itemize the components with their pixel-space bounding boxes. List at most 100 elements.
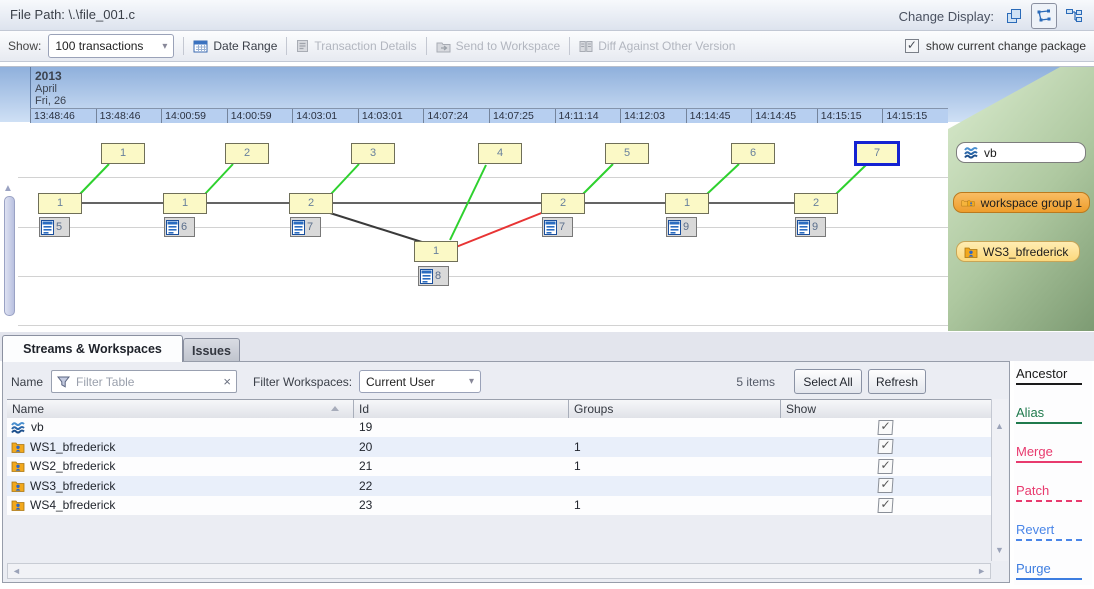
refresh-button[interactable]: Refresh bbox=[868, 369, 926, 394]
table-vertical-scrollbar[interactable]: ▲ ▼ bbox=[991, 399, 1008, 561]
scroll-left-arrow[interactable]: ◄ bbox=[12, 566, 21, 576]
version-graph-canvas: 1 2 3 4 5 6 7 1 1 2 2 1 2 5 6 bbox=[0, 123, 948, 382]
tab-streams-workspaces[interactable]: Streams & Workspaces bbox=[2, 335, 183, 362]
select-all-button[interactable]: Select All bbox=[794, 369, 862, 394]
column-header-id[interactable]: Id bbox=[353, 400, 568, 418]
transactions-count-dropdown[interactable]: 100 transactions ▾ bbox=[48, 34, 175, 58]
table-row[interactable]: WS4_bfrederick 23 1 bbox=[7, 495, 991, 515]
transaction-icon bbox=[797, 219, 810, 235]
column-header-show[interactable]: Show bbox=[780, 400, 991, 418]
row-id: 20 bbox=[359, 439, 373, 454]
table-horizontal-scrollbar[interactable]: ◄ ► bbox=[7, 563, 991, 579]
row-name: WS2_bfrederick bbox=[30, 459, 116, 474]
streams-workspaces-panel: Name × Filter Workspaces: Current User ▾… bbox=[2, 361, 1010, 583]
workspace-icon bbox=[964, 247, 978, 258]
version-node[interactable]: 4 bbox=[478, 143, 522, 164]
table-header: Name Id Groups Show bbox=[7, 399, 991, 419]
filter-workspaces-dropdown[interactable]: Current User ▾ bbox=[359, 370, 481, 393]
graph-scroll-up-arrow[interactable]: ▲ bbox=[3, 183, 13, 194]
version-node[interactable]: 2 bbox=[289, 193, 333, 214]
transaction-badge[interactable]: 5 bbox=[39, 217, 70, 237]
timeline-tick: 14:11:14 bbox=[554, 109, 621, 123]
timeline-month: April bbox=[35, 83, 58, 95]
filter-table-input[interactable] bbox=[74, 373, 220, 390]
items-count: 5 items bbox=[736, 375, 775, 389]
toolbar-divider bbox=[425, 37, 427, 55]
version-node[interactable]: 1 bbox=[665, 193, 709, 214]
legend-line-sample bbox=[1016, 383, 1082, 385]
selected-version-node[interactable]: 7 bbox=[854, 141, 900, 166]
version-node[interactable]: 1 bbox=[163, 193, 207, 214]
title-bar: File Path: \.\file_001.c Change Display: bbox=[0, 0, 1094, 31]
button-label: Refresh bbox=[875, 374, 919, 389]
send-to-workspace-label: Send to Workspace bbox=[455, 39, 561, 53]
legend-line-sample bbox=[1016, 539, 1082, 541]
filter-workspaces-label: Filter Workspaces: bbox=[253, 375, 353, 389]
stream-label-vb[interactable]: vb bbox=[956, 142, 1086, 163]
lane-divider bbox=[18, 276, 948, 277]
version-node[interactable]: 3 bbox=[351, 143, 395, 164]
transaction-badge[interactable]: 8 bbox=[418, 266, 449, 286]
show-checkbox[interactable] bbox=[877, 439, 894, 455]
table-row[interactable]: WS3_bfrederick 22 bbox=[7, 476, 991, 496]
timeline-tick: 13:48:46 bbox=[95, 109, 162, 123]
graph-scrollbar-thumb[interactable] bbox=[4, 196, 15, 316]
transaction-details-button[interactable]: Transaction Details bbox=[296, 39, 417, 53]
filter-workspaces-value: Current User bbox=[366, 374, 435, 389]
transaction-icon bbox=[292, 219, 305, 235]
transaction-details-icon bbox=[297, 40, 309, 52]
transaction-badge[interactable]: 9 bbox=[666, 217, 697, 237]
tab-label: Issues bbox=[192, 343, 231, 358]
show-change-package-checkbox[interactable] bbox=[904, 39, 919, 53]
send-to-workspace-icon bbox=[436, 42, 451, 52]
workspace-icon bbox=[11, 481, 25, 492]
version-node[interactable]: 1 bbox=[414, 241, 458, 262]
clear-filter-icon[interactable]: × bbox=[223, 374, 231, 389]
workspace-group-icon bbox=[961, 200, 975, 206]
column-header-groups[interactable]: Groups bbox=[568, 400, 780, 418]
timeline-tick: 14:00:59 bbox=[161, 109, 227, 123]
send-to-workspace-button[interactable]: Send to Workspace bbox=[436, 39, 561, 53]
change-packages-view-button[interactable] bbox=[1002, 4, 1026, 28]
version-node[interactable]: 6 bbox=[731, 143, 775, 164]
show-checkbox[interactable] bbox=[877, 458, 894, 474]
show-checkbox[interactable] bbox=[877, 478, 894, 494]
version-graph-panel: 2013 April Fri, 26 13:48:46 13:48:46 14:… bbox=[0, 66, 1094, 382]
version-graph-view-button[interactable] bbox=[1031, 3, 1057, 29]
version-node[interactable]: 1 bbox=[38, 193, 82, 214]
stream-label-text: vb bbox=[984, 145, 997, 160]
version-node[interactable]: 1 bbox=[101, 143, 145, 164]
diff-against-other-version-button[interactable]: Diff Against Other Version bbox=[579, 39, 735, 53]
transaction-badge[interactable]: 7 bbox=[542, 217, 573, 237]
show-checkbox[interactable] bbox=[877, 497, 894, 513]
scroll-up-arrow[interactable]: ▲ bbox=[995, 421, 1004, 431]
transaction-badge[interactable]: 6 bbox=[164, 217, 195, 237]
version-node[interactable]: 5 bbox=[605, 143, 649, 164]
stream-label-ws3[interactable]: WS3_bfrederick bbox=[956, 241, 1080, 262]
version-node[interactable]: 2 bbox=[541, 193, 585, 214]
table-row[interactable]: vb 19 bbox=[7, 417, 991, 437]
timeline-tick: 14:00:59 bbox=[226, 109, 293, 123]
toolbar-divider bbox=[183, 37, 185, 55]
version-node[interactable]: 2 bbox=[794, 193, 838, 214]
table-row[interactable]: WS1_bfrederick 20 1 bbox=[7, 437, 991, 457]
transaction-icon bbox=[420, 268, 433, 284]
transaction-badge[interactable]: 9 bbox=[795, 217, 826, 237]
transaction-badge[interactable]: 7 bbox=[290, 217, 321, 237]
row-id: 23 bbox=[359, 498, 373, 513]
timeline-tick: 13:48:46 bbox=[30, 109, 96, 123]
table-row[interactable]: WS2_bfrederick 21 1 bbox=[7, 456, 991, 476]
chevron-down-icon: ▾ bbox=[162, 40, 168, 52]
legend-line-sample bbox=[1016, 578, 1082, 580]
timeline-tick: 14:07:25 bbox=[488, 109, 555, 123]
scroll-down-arrow[interactable]: ▼ bbox=[995, 545, 1004, 555]
scroll-right-arrow[interactable]: ► bbox=[977, 566, 986, 576]
stream-label-workspace-group[interactable]: workspace group 1 bbox=[953, 192, 1090, 213]
stream-hierarchy-view-button[interactable] bbox=[1062, 4, 1086, 28]
show-checkbox[interactable] bbox=[877, 419, 894, 435]
column-header-name[interactable]: Name bbox=[7, 400, 353, 418]
tab-issues[interactable]: Issues bbox=[183, 338, 240, 362]
date-range-button[interactable]: Date Range bbox=[193, 39, 277, 53]
version-node[interactable]: 2 bbox=[225, 143, 269, 164]
timeline-day: Fri, 26 bbox=[35, 95, 67, 107]
